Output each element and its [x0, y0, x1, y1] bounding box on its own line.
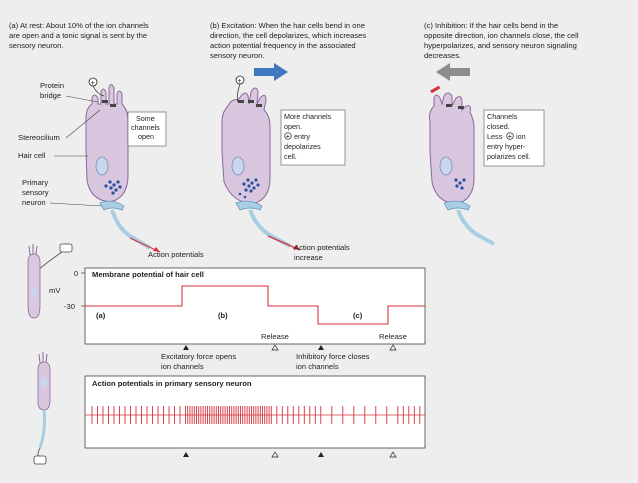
- panel-c-line-4: decreases.: [424, 51, 461, 60]
- tick-zero: 0: [74, 269, 78, 278]
- release-label-1: Release: [261, 332, 289, 341]
- neuron-terminal-b: [235, 200, 263, 211]
- callout-c-line-5: entry hyper-: [487, 142, 526, 151]
- membrane-title: Membrane potential of hair cell: [92, 270, 204, 279]
- inhibitory-marker-2: [318, 452, 324, 457]
- label-action-potentials-b: Action potentials: [294, 243, 350, 252]
- label-stereocilium: Stereocilium: [18, 133, 60, 142]
- vesicles-b: [238, 178, 260, 199]
- inhibitory-marker: [318, 345, 324, 350]
- inhibit-marker: [430, 85, 441, 94]
- panel-b-caption: (b) Excitation: When the hair cells bend…: [210, 21, 366, 60]
- excitatory-line-2: ion channels: [161, 362, 204, 371]
- inhibitory-line-1: Inhibitory force closes: [296, 352, 370, 361]
- callout-a: [127, 111, 167, 147]
- panel-b-line-4: sensory neuron.: [210, 51, 264, 60]
- panel-c-line-1: (c) Inhibition: If the hair cells bend i…: [424, 21, 558, 30]
- panel-a-caption: (a) At rest: About 10% of the ion channe…: [9, 21, 149, 50]
- callout-a-line-1: Some: [136, 114, 155, 123]
- panel-b-line-2: direction, the cell depolarizes, which i…: [210, 31, 366, 40]
- label-primary: Primary: [22, 178, 48, 187]
- panel-a-line-2: are open and a tonic signal is sent by t…: [9, 31, 147, 40]
- excitation-direction-arrow: [254, 63, 288, 81]
- callout-c-line-1: Channels: [487, 112, 518, 121]
- plus-sign-b: +: [238, 76, 242, 85]
- nucleus-a: [95, 156, 109, 176]
- label-action-potentials-a: Action potentials: [148, 250, 204, 259]
- membrane-trace: [85, 285, 425, 325]
- electrode-meter-icon-bottom: [33, 455, 47, 465]
- vesicles-c: [454, 178, 466, 190]
- label-neuron: neuron: [22, 198, 46, 207]
- panel-a-line-1: (a) At rest: About 10% of the ion channe…: [9, 21, 149, 30]
- region-b: (b): [218, 311, 228, 320]
- callout-a-line-2: channels: [131, 123, 160, 132]
- callout-c-line-3: Less: [487, 132, 503, 141]
- neuron-terminal-a: [99, 200, 125, 211]
- excitatory-marker-2: [183, 452, 189, 457]
- callout-b-line-2: open.: [284, 122, 302, 131]
- release-marker-2: [389, 344, 397, 351]
- inhibition-direction-arrow: [436, 63, 470, 81]
- excitatory-marker: [183, 345, 189, 350]
- nucleus-c: [439, 156, 453, 176]
- label-protein: Protein: [40, 81, 64, 90]
- electrode-cell-bottom: [33, 352, 51, 465]
- label-sensory: sensory: [22, 188, 49, 197]
- callout-c-line-6: polarizes cell.: [487, 152, 531, 161]
- vesicles-a: [104, 180, 122, 195]
- hair-cell-body-c: [429, 92, 475, 205]
- release-marker-1: [271, 344, 279, 351]
- hair-cell-body-a: [85, 84, 129, 203]
- nucleus-b: [231, 156, 245, 176]
- neuron-terminal-c: [443, 200, 471, 211]
- plus-sign-a: +: [91, 78, 95, 87]
- membrane-unit: mV: [49, 286, 61, 295]
- callout-b-line-1: More channels: [284, 112, 332, 121]
- channel-a1: [102, 100, 108, 103]
- region-a: (a): [96, 311, 106, 320]
- spike-train: [91, 406, 421, 424]
- panel-a-line-3: sensory neuron.: [9, 41, 63, 50]
- panel-b-line-3: action potential frequency in the associ…: [210, 41, 356, 50]
- release-label-2: Release: [379, 332, 407, 341]
- tick-minus-30: -30: [64, 302, 75, 311]
- callout-b-line-3: entry: [294, 132, 310, 141]
- release-marker-3: [271, 451, 279, 458]
- callout-c-line-2: closed.: [487, 122, 510, 131]
- neuron-axon-b: [248, 209, 291, 248]
- hair-cell-inhibition: [429, 85, 495, 246]
- label-increase-b: increase: [294, 253, 323, 262]
- inhibitory-line-2: ion channels: [296, 362, 339, 371]
- hair-cell-excitation: +: [221, 75, 301, 251]
- plus-circle-c: [506, 132, 514, 140]
- callout-b: [280, 109, 346, 166]
- panel-b-line-1: (b) Excitation: When the hair cells bend…: [210, 21, 365, 30]
- neuron-axon-c: [456, 209, 495, 246]
- neuron-axon-a: [110, 209, 152, 250]
- release-marker-4: [389, 451, 397, 458]
- action-title: Action potentials in primary sensory neu…: [92, 379, 252, 388]
- electrode-meter-icon: [59, 243, 73, 253]
- plus-sign-callout-b: +: [286, 132, 290, 141]
- label-bridge: bridge: [40, 91, 61, 100]
- label-hair-cell: Hair cell: [18, 151, 46, 160]
- callout-c: [483, 109, 545, 167]
- electrode-cell-top: [27, 243, 73, 319]
- hair-cell-body-b: [221, 87, 271, 205]
- panel-c-line-2: opposite direction, ion channels close, …: [424, 31, 579, 40]
- plus-circle-b: [284, 132, 292, 140]
- excitatory-line-1: Excitatory force opens: [161, 352, 236, 361]
- callout-a-line-3: open: [138, 132, 154, 141]
- panel-c-line-3: hyperpolarizes, and sensory neuron signa…: [424, 41, 577, 50]
- callout-c-line-4: ion: [516, 132, 526, 141]
- plus-sign-callout-c: +: [508, 132, 512, 141]
- callout-b-line-5: cell.: [284, 152, 297, 161]
- region-c: (c): [353, 311, 363, 320]
- hair-cell-rest: +: [85, 77, 161, 253]
- callout-b-line-4: depolarizes: [284, 142, 321, 151]
- panel-c-caption: (c) Inhibition: If the hair cells bend i…: [424, 21, 579, 60]
